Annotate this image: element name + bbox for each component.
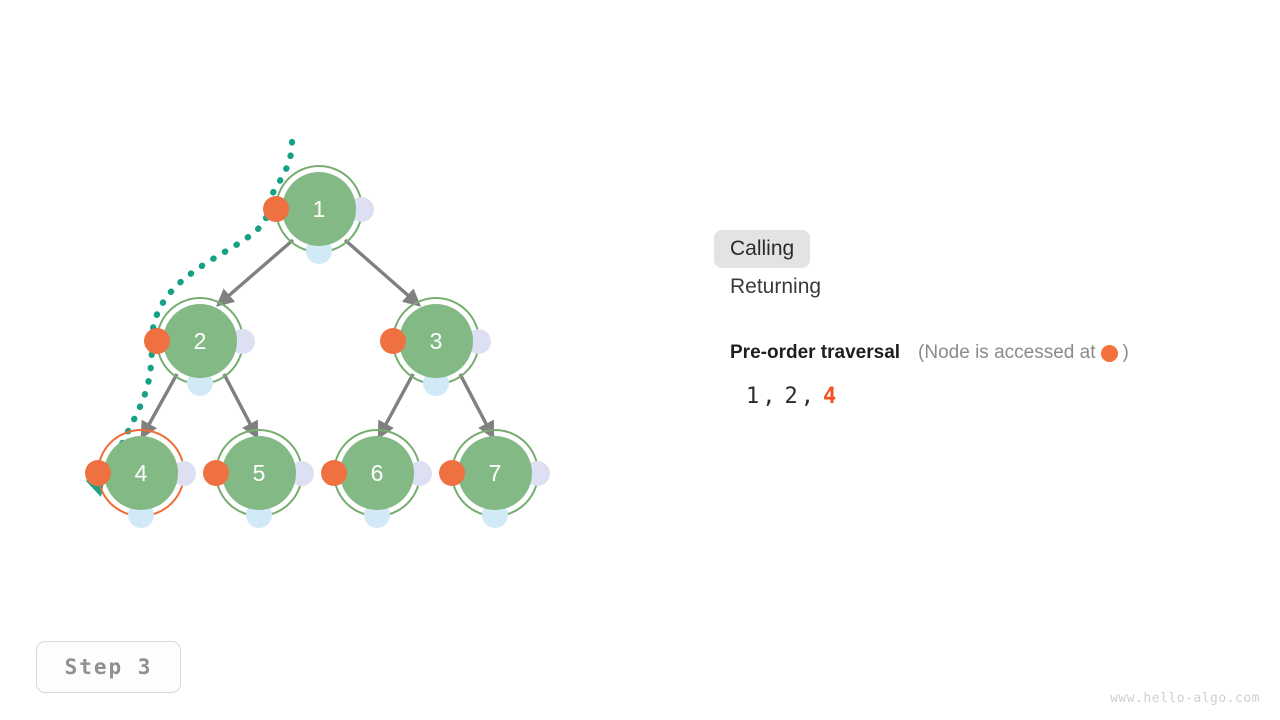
edge-3-7	[458, 373, 495, 440]
tree-edges-layer	[86, 138, 495, 497]
traversal-item-current: 4	[823, 384, 838, 409]
binary-tree-visualization: 1 2 3 4	[0, 0, 640, 600]
node-label: 7	[458, 436, 532, 510]
state-calling-label: Calling	[714, 230, 811, 268]
node-label: 1	[282, 172, 356, 246]
node-call-dot-icon	[321, 460, 347, 486]
traversal-item: 1	[746, 384, 761, 409]
traversal-section: Pre-order traversal (Node is accessed at…	[714, 342, 1274, 409]
traversal-heading: Pre-order traversal (Node is accessed at…	[730, 342, 1274, 364]
tree-node-2[interactable]: 2	[144, 293, 255, 396]
edge-2-5	[222, 373, 259, 440]
traversal-separator: ,	[800, 384, 815, 409]
traversal-title: Pre-order traversal	[730, 342, 901, 363]
traversal-note-suffix: )	[1122, 342, 1129, 363]
node-call-dot-icon	[144, 328, 170, 354]
traversal-separator: ,	[762, 384, 777, 409]
orange-dot-icon	[1101, 344, 1119, 362]
node-label: 2	[163, 304, 237, 378]
tree-node-6[interactable]: 6	[321, 425, 432, 528]
tree-node-4[interactable]: 4	[85, 425, 196, 528]
node-call-dot-icon	[203, 460, 229, 486]
state-calling-row: Calling	[714, 230, 1274, 268]
watermark: www.hello-algo.com	[1110, 691, 1260, 706]
step-indicator: Step 3	[36, 641, 181, 693]
edge-2-4	[140, 373, 179, 440]
node-label: 4	[104, 436, 178, 510]
tree-node-7[interactable]: 7	[439, 425, 550, 528]
state-returning-label: Returning	[730, 275, 822, 298]
tree-node-3[interactable]: 3	[380, 293, 491, 396]
legend-panel: Calling Returning Pre-order traversal (N…	[714, 230, 1274, 409]
node-call-dot-icon	[85, 460, 111, 486]
edge-3-6	[377, 373, 415, 440]
node-call-dot-icon	[380, 328, 406, 354]
traversal-sequence: 1,2,4	[730, 384, 1274, 409]
tree-node-5[interactable]: 5	[203, 425, 314, 528]
traversal-note-prefix: (Node is accessed at	[918, 342, 1096, 363]
node-label: 6	[340, 436, 414, 510]
edge-1-2	[215, 238, 295, 307]
node-call-dot-icon	[439, 460, 465, 486]
node-label: 3	[399, 304, 473, 378]
traversal-item: 2	[784, 384, 799, 409]
node-call-dot-icon	[263, 196, 289, 222]
node-label: 5	[222, 436, 296, 510]
edge-1-3	[343, 238, 421, 307]
tree-node-1[interactable]: 1	[263, 161, 374, 264]
state-returning-row: Returning	[714, 276, 1274, 298]
